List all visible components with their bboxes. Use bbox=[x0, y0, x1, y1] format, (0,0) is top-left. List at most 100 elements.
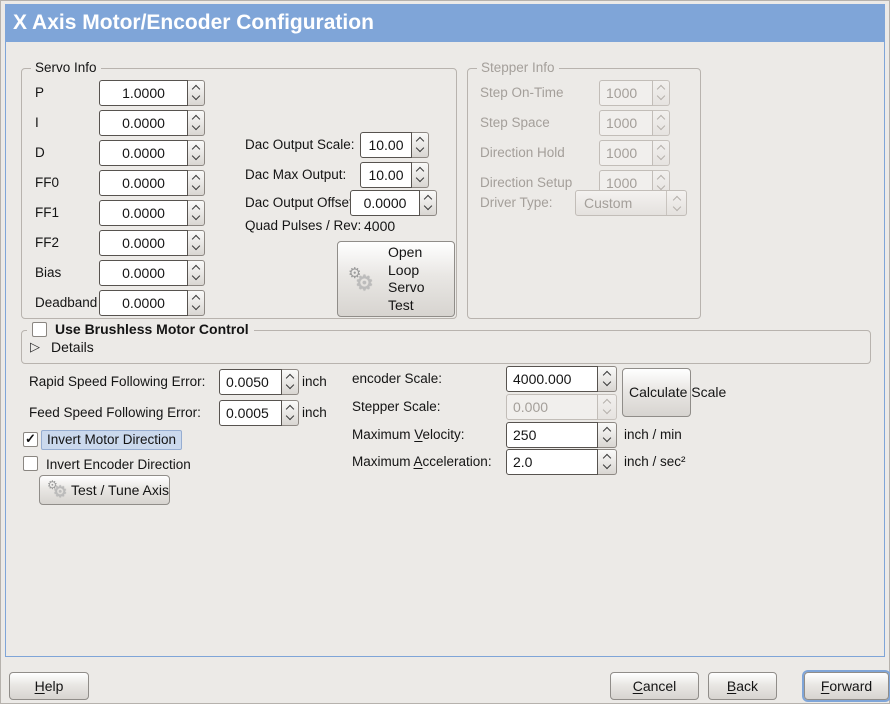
stepper-info-frame: Stepper Info Step On-Time Step Space Dir… bbox=[467, 59, 701, 319]
spin-down-icon[interactable] bbox=[415, 173, 425, 183]
ff2-input[interactable]: 0.0000 bbox=[99, 230, 188, 256]
spin-down-icon[interactable] bbox=[602, 433, 612, 443]
d-label: D bbox=[35, 145, 45, 160]
step-on-time-label: Step On-Time bbox=[480, 85, 564, 100]
gears-icon: ⚙⚙ bbox=[348, 265, 374, 295]
step-on-time-spinbox: 1000 bbox=[599, 80, 670, 106]
ff2-spinbox[interactable]: 0.0000 bbox=[99, 230, 205, 256]
encoder-scale-spinbox[interactable]: 4000.000 bbox=[506, 366, 617, 392]
dac-max-output-input[interactable]: 10.00 bbox=[360, 162, 412, 188]
ff1-input[interactable]: 0.0000 bbox=[99, 200, 188, 226]
ff0-input[interactable]: 0.0000 bbox=[99, 170, 188, 196]
dac-scale-spin-buttons[interactable] bbox=[412, 132, 429, 158]
ff2-spin-buttons[interactable] bbox=[188, 230, 205, 256]
direction-hold-input: 1000 bbox=[599, 140, 653, 166]
maximum-acceleration-spinbox[interactable]: 2.0 bbox=[506, 449, 617, 475]
ff0-spin-buttons[interactable] bbox=[188, 170, 205, 196]
d-spin-buttons[interactable] bbox=[188, 140, 205, 166]
dac-output-scale-input[interactable]: 10.00 bbox=[360, 132, 412, 158]
rapid-following-error-spinbox[interactable]: 0.0050 bbox=[219, 369, 299, 395]
rapid-following-error-input[interactable]: 0.0050 bbox=[219, 369, 282, 395]
step-on-time-spin-buttons bbox=[653, 80, 670, 106]
forward-button[interactable]: Forward bbox=[804, 672, 889, 700]
expander-arrow-icon[interactable]: ▷ bbox=[30, 339, 40, 354]
spin-down-icon[interactable] bbox=[191, 241, 201, 251]
spin-down-icon[interactable] bbox=[191, 121, 201, 131]
i-spinbox[interactable]: 0.0000 bbox=[99, 110, 205, 136]
rapid-spin-buttons[interactable] bbox=[282, 369, 299, 395]
stepper-scale-spin-buttons bbox=[598, 394, 617, 420]
spin-down-icon[interactable] bbox=[191, 301, 201, 311]
dac-max-spin-buttons[interactable] bbox=[412, 162, 429, 188]
acceleration-spin-buttons[interactable] bbox=[598, 449, 617, 475]
dac-output-offset-spinbox[interactable]: 0.0000 bbox=[350, 190, 437, 216]
maximum-velocity-spinbox[interactable]: 250 bbox=[506, 422, 617, 448]
i-input[interactable]: 0.0000 bbox=[99, 110, 188, 136]
deadband-spinbox[interactable]: 0.0000 bbox=[99, 290, 205, 316]
feed-following-error-input[interactable]: 0.0005 bbox=[219, 400, 282, 426]
back-button[interactable]: Back bbox=[708, 672, 777, 700]
spin-down-icon[interactable] bbox=[191, 181, 201, 191]
use-brushless-motor-checkbox[interactable] bbox=[32, 321, 47, 337]
spin-down-icon[interactable] bbox=[285, 411, 295, 421]
dac-output-scale-spinbox[interactable]: 10.00 bbox=[360, 132, 429, 158]
invert-motor-direction-checkbox[interactable]: ✓ bbox=[23, 430, 38, 447]
cancel-button[interactable]: Cancel bbox=[610, 672, 699, 700]
encoder-scale-spin-buttons[interactable] bbox=[598, 366, 617, 392]
dac-max-output-spinbox[interactable]: 10.00 bbox=[360, 162, 429, 188]
spin-down-icon[interactable] bbox=[602, 377, 612, 387]
test-tune-axis-label: Test / Tune Axis bbox=[70, 482, 169, 498]
dac-max-output-label: Dac Max Output: bbox=[245, 167, 347, 182]
dac-output-offset-input[interactable]: 0.0000 bbox=[350, 190, 420, 216]
spin-down-icon bbox=[656, 91, 666, 101]
bias-input[interactable]: 0.0000 bbox=[99, 260, 188, 286]
use-brushless-motor-label[interactable]: Use Brushless Motor Control bbox=[55, 321, 249, 337]
d-spinbox[interactable]: 0.0000 bbox=[99, 140, 205, 166]
spin-down-icon[interactable] bbox=[602, 460, 612, 470]
details-label[interactable]: Details bbox=[51, 339, 94, 355]
ff0-spinbox[interactable]: 0.0000 bbox=[99, 170, 205, 196]
spin-down-icon bbox=[656, 151, 666, 161]
deadband-spin-buttons[interactable] bbox=[188, 290, 205, 316]
deadband-input[interactable]: 0.0000 bbox=[99, 290, 188, 316]
direction-hold-label: Direction Hold bbox=[480, 145, 565, 160]
p-input[interactable]: 1.0000 bbox=[99, 80, 188, 106]
p-spinbox[interactable]: 1.0000 bbox=[99, 80, 205, 106]
invert-encoder-direction-checkbox[interactable] bbox=[23, 456, 38, 471]
dac-offset-spin-buttons[interactable] bbox=[420, 190, 437, 216]
spin-down-icon[interactable] bbox=[415, 143, 425, 153]
rapid-following-error-unit: inch bbox=[302, 374, 327, 389]
driver-type-dropdown: Custom bbox=[575, 190, 687, 216]
spin-down-icon[interactable] bbox=[191, 211, 201, 221]
encoder-scale-input[interactable]: 4000.000 bbox=[506, 366, 598, 392]
open-loop-servo-test-button[interactable]: ⚙⚙ Open Loop Servo Test bbox=[337, 241, 455, 317]
test-tune-axis-button[interactable]: ⚙⚙ Test / Tune Axis bbox=[39, 475, 170, 505]
invert-motor-direction-label[interactable]: Invert Motor Direction bbox=[41, 430, 183, 450]
spin-down-icon[interactable] bbox=[191, 271, 201, 281]
help-button[interactable]: Help bbox=[9, 672, 89, 700]
d-input[interactable]: 0.0000 bbox=[99, 140, 188, 166]
ff1-spin-buttons[interactable] bbox=[188, 200, 205, 226]
invert-encoder-direction-label[interactable]: Invert Encoder Direction bbox=[46, 457, 191, 472]
servo-info-frame: Servo Info P I D FF0 FF1 FF2 Bias Deadba… bbox=[21, 59, 457, 319]
ff1-spinbox[interactable]: 0.0000 bbox=[99, 200, 205, 226]
maximum-acceleration-input[interactable]: 2.0 bbox=[506, 449, 598, 475]
maximum-velocity-input[interactable]: 250 bbox=[506, 422, 598, 448]
spin-down-icon[interactable] bbox=[191, 91, 201, 101]
calculate-scale-button[interactable]: Calculate Scale bbox=[622, 368, 726, 417]
dac-output-scale-label: Dac Output Scale: bbox=[245, 137, 355, 152]
checkmark-icon: ✓ bbox=[25, 430, 36, 446]
bias-spin-buttons[interactable] bbox=[188, 260, 205, 286]
details-expander[interactable]: ▷ Details bbox=[30, 339, 94, 355]
feed-following-error-spinbox[interactable]: 0.0005 bbox=[219, 400, 299, 426]
stepper-scale-spinbox: 0.000 bbox=[506, 394, 617, 420]
spin-down-icon[interactable] bbox=[191, 151, 201, 161]
ff1-label: FF1 bbox=[35, 205, 60, 220]
velocity-spin-buttons[interactable] bbox=[598, 422, 617, 448]
p-spin-buttons[interactable] bbox=[188, 80, 205, 106]
feed-spin-buttons[interactable] bbox=[282, 400, 299, 426]
bias-spinbox[interactable]: 0.0000 bbox=[99, 260, 205, 286]
spin-down-icon[interactable] bbox=[285, 380, 295, 390]
i-spin-buttons[interactable] bbox=[188, 110, 205, 136]
spin-down-icon[interactable] bbox=[423, 201, 433, 211]
